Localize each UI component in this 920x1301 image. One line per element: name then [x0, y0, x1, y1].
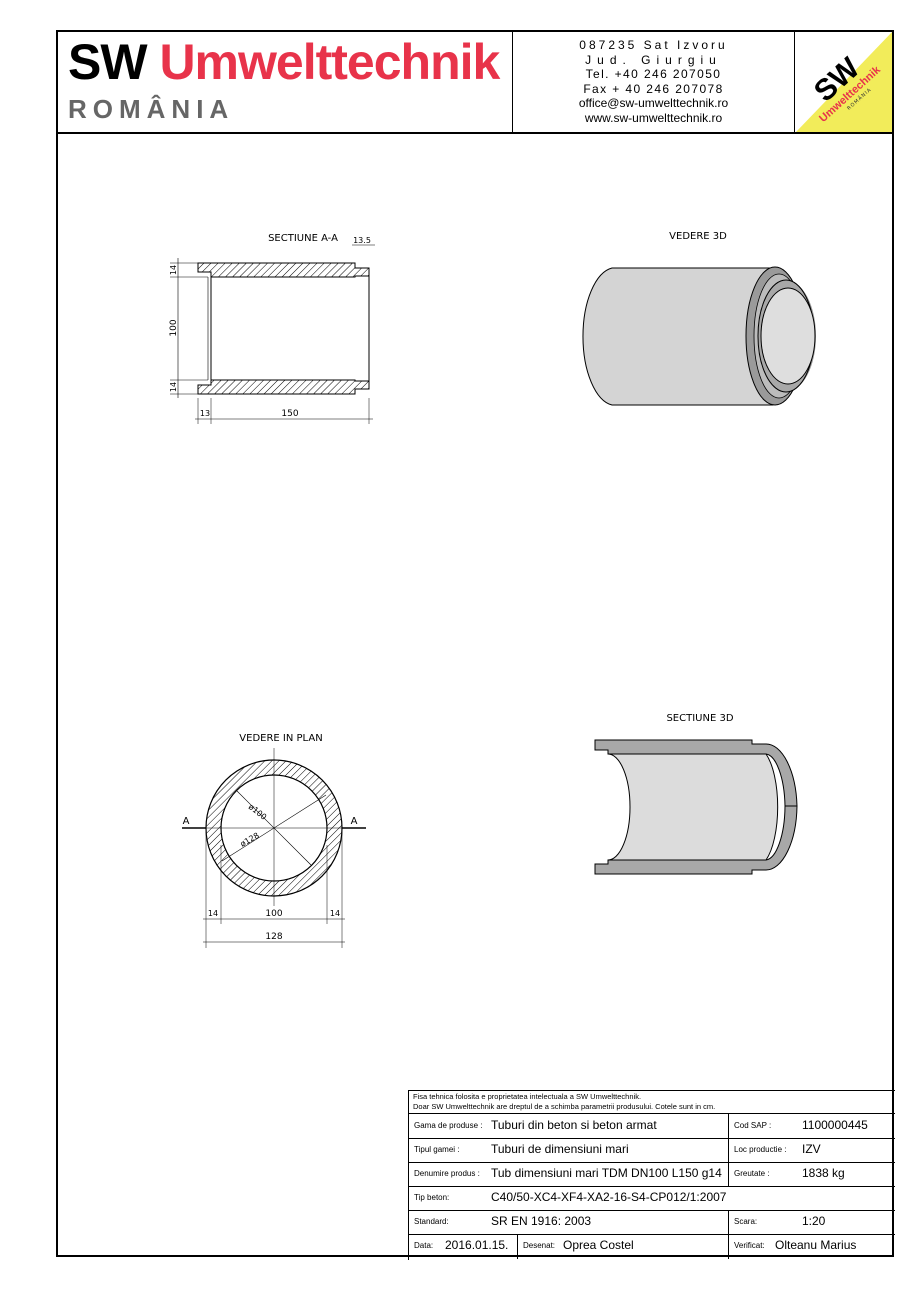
dim-left-wall: 14 [208, 909, 218, 918]
address-line2: Jud. Giurgiu [585, 52, 722, 67]
plan-view-drawing: VEDERE IN PLAN A A ø100 ø128 14 100 14 1… [182, 733, 366, 948]
sap-value: 1100000445 [802, 1118, 868, 1132]
brand-country: ROMÂNIA [68, 94, 235, 124]
row-gama: Gama de produse : Tuburi din beton si be… [409, 1114, 895, 1139]
dim-length: 150 [281, 409, 298, 419]
dim-plan-inner: 100 [265, 909, 282, 919]
loc-value: IZV [802, 1142, 821, 1156]
loc-label: Loc productie : [734, 1145, 787, 1154]
row-tip: Tipul gamei : Tuburi de dimensiuni mari … [409, 1138, 895, 1163]
drawing-sheet: SW Umwelttechnik ROMÂNIA 087235 Sat Izvo… [56, 30, 895, 1260]
phone: Tel. +40 246 207050 [585, 67, 722, 81]
standard-label: Standard: [414, 1217, 449, 1226]
dim-inner: 100 [169, 319, 179, 336]
desenat-label: Desenat: [523, 1241, 556, 1250]
note-line1: Fisa tehnica folosita e proprietatea int… [413, 1092, 642, 1101]
fax: Fax + 40 246 207078 [583, 81, 724, 96]
badge-logo: SW Umwelttechnik ROMÂNIA [796, 32, 892, 132]
row-signatures: Data: 2016.01.15. Desenat: Oprea Costel … [409, 1234, 895, 1259]
dim-right-wall: 14 [330, 909, 340, 918]
plan-view-title: VEDERE IN PLAN [239, 733, 322, 744]
email-link[interactable]: office@sw-umwelttechnik.ro [578, 96, 729, 110]
dim-outer: 128 [265, 932, 282, 942]
title-block: Fisa tehnica folosita e proprietatea int… [408, 1090, 895, 1260]
contact-block: 087235 Sat Izvoru Jud. Giurgiu Tel. +40 … [513, 32, 795, 132]
view-3d-title: VEDERE 3D [669, 231, 727, 242]
verificat-label: Verificat: [734, 1241, 765, 1250]
tip-value: Tuburi de dimensiuni mari [491, 1142, 629, 1156]
greutate-label: Greutate : [734, 1169, 770, 1178]
dim-wall-top: 14 [169, 265, 178, 275]
brand-umwelttechnik: Umwelttechnik [159, 34, 500, 90]
header: SW Umwelttechnik ROMÂNIA 087235 Sat Izvo… [58, 32, 892, 134]
beton-label: Tip beton: [414, 1193, 450, 1202]
section-aa-drawing: SECTIUNE A-A 13.5 14 100 14 13 [169, 233, 375, 424]
web-link[interactable]: www.sw-umwelttechnik.ro [584, 110, 723, 125]
cut-label-left: A [183, 816, 190, 827]
data-label: Data: [414, 1241, 434, 1250]
beton-value: C40/50-XC4-XF4-XA2-16-S4-CP012/1:2007 [491, 1190, 727, 1204]
view-3d-drawing: VEDERE 3D [582, 231, 816, 406]
row-beton: Tip beton: C40/50-XC4-XF4-XA2-16-S4-CP01… [409, 1186, 895, 1211]
greutate-value: 1838 kg [802, 1166, 845, 1180]
section-3d-drawing: SECTIUNE 3D [594, 713, 798, 875]
verificat-value: Olteanu Marius [775, 1238, 857, 1252]
dim-wall-bottom: 14 [169, 382, 178, 392]
section-3d-title: SECTIUNE 3D [666, 713, 733, 724]
address-line1: 087235 Sat Izvoru [579, 38, 728, 52]
sap-label: Cod SAP : [734, 1121, 772, 1130]
company-logo: SW Umwelttechnik ROMÂNIA [58, 32, 513, 132]
section-aa-title: SECTIUNE A-A [268, 233, 338, 244]
desenat-value: Oprea Costel [563, 1238, 634, 1252]
gama-value: Tuburi din beton si beton armat [491, 1118, 657, 1132]
cut-label-right: A [351, 816, 358, 827]
brand-sw: SW [68, 34, 148, 90]
ownership-note: Fisa tehnica folosita e proprietatea int… [409, 1091, 895, 1114]
den-value: Tub dimensiuni mari TDM DN100 L150 g14 [491, 1166, 722, 1180]
scara-value: 1:20 [802, 1214, 826, 1228]
data-value: 2016.01.15. [445, 1238, 509, 1252]
row-standard: Standard: SR EN 1916: 2003 Scara: 1:20 [409, 1210, 895, 1235]
dim-socket: 13 [200, 409, 210, 418]
standard-value: SR EN 1916: 2003 [491, 1214, 592, 1228]
scara-label: Scara: [734, 1217, 758, 1226]
row-denumire: Denumire produs : Tub dimensiuni mari TD… [409, 1162, 895, 1187]
note-line2: Doar SW Umwelttechnik are dreptul de a s… [413, 1102, 716, 1111]
gama-label: Gama de produse : [414, 1121, 483, 1130]
tip-label: Tipul gamei : [414, 1145, 460, 1154]
den-label: Denumire produs : [414, 1169, 480, 1178]
dim-13-5: 13.5 [353, 236, 371, 245]
